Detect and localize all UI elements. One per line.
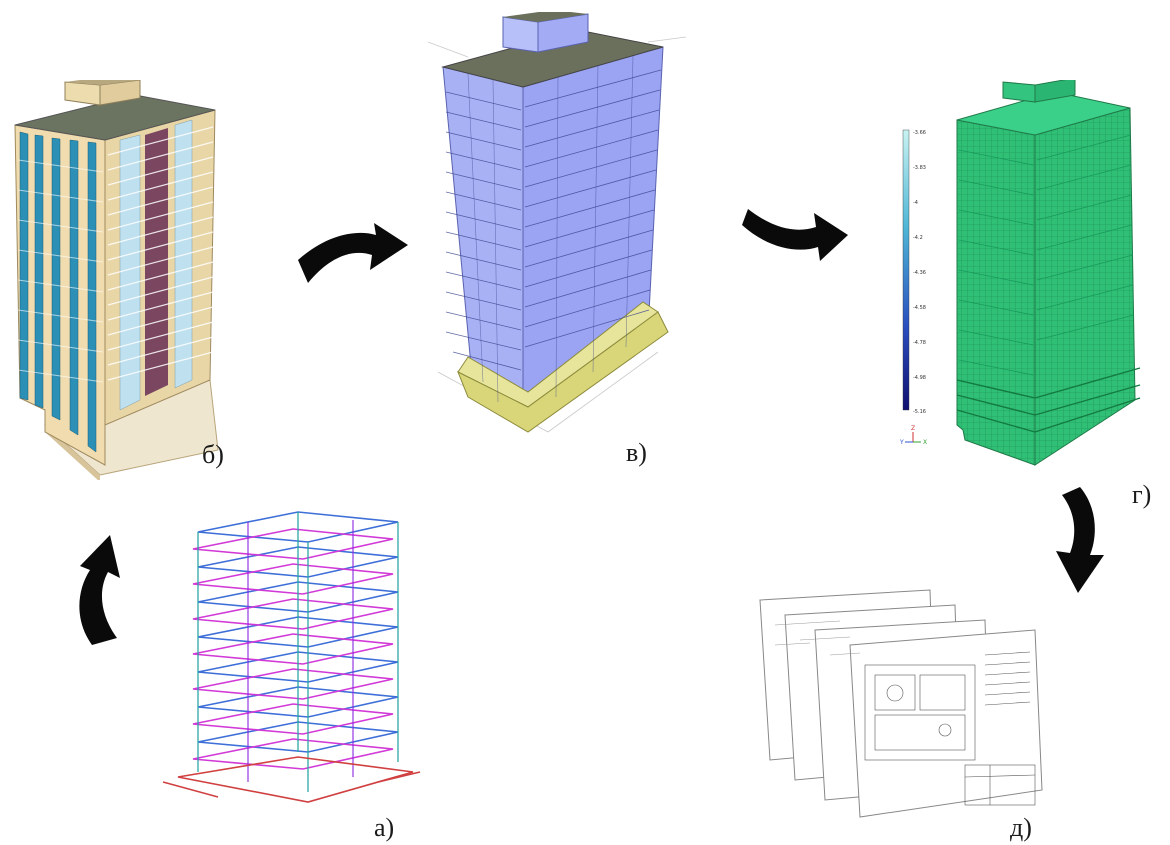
caption-d: д) xyxy=(1010,813,1032,842)
axis-x-label: X xyxy=(923,439,927,446)
caption-g: г) xyxy=(1132,480,1152,509)
scale-tick: -4 xyxy=(913,200,918,206)
scale-tick: -3.66 xyxy=(913,130,926,136)
caption-b: б) xyxy=(202,440,224,469)
fem-result-image: -3.66 -3.83 -4 -4.2 -4.36 -4.58 -4.78 -4… xyxy=(899,80,1141,466)
analytical-building-image xyxy=(428,12,687,433)
analytical-model-panel xyxy=(428,12,688,442)
scale-tick: -5.16 xyxy=(913,409,926,415)
fem-result-panel: -3.66 -3.83 -4 -4.2 -4.36 -4.58 -4.78 -4… xyxy=(895,80,1155,470)
color-scale-bar xyxy=(902,129,910,411)
arrow-v-to-g xyxy=(740,205,850,270)
curved-arrow-icon xyxy=(79,535,120,645)
architectural-model-panel xyxy=(10,80,225,480)
curved-arrow-icon xyxy=(1056,487,1104,593)
drawing-sheets-image xyxy=(759,589,1043,818)
scale-tick: -4.98 xyxy=(913,375,926,381)
drawing-sheet xyxy=(849,629,1043,818)
curved-arrow-icon xyxy=(298,223,408,283)
scale-tick: -4.78 xyxy=(913,340,926,346)
arrow-b-to-v xyxy=(296,215,411,285)
drawings-panel xyxy=(750,585,1050,820)
wireframe-building-image xyxy=(162,511,421,803)
caption-v: в) xyxy=(626,438,647,467)
scale-tick: -4.36 xyxy=(913,270,926,276)
architectural-building-image xyxy=(14,80,219,480)
scale-tick: -4.2 xyxy=(913,235,923,241)
scale-tick: -4.58 xyxy=(913,305,926,311)
arrow-g-to-d xyxy=(1052,485,1122,595)
arrow-a-to-b xyxy=(62,530,132,650)
axis-z-label: Z xyxy=(911,425,915,432)
axis-y-label: Y xyxy=(899,439,904,446)
curved-arrow-icon xyxy=(742,209,848,261)
wireframe-model-panel xyxy=(158,482,428,812)
caption-a: а) xyxy=(374,813,395,842)
axis-triad-icon: Y Z X xyxy=(899,425,927,446)
scale-tick: -3.83 xyxy=(913,165,926,171)
